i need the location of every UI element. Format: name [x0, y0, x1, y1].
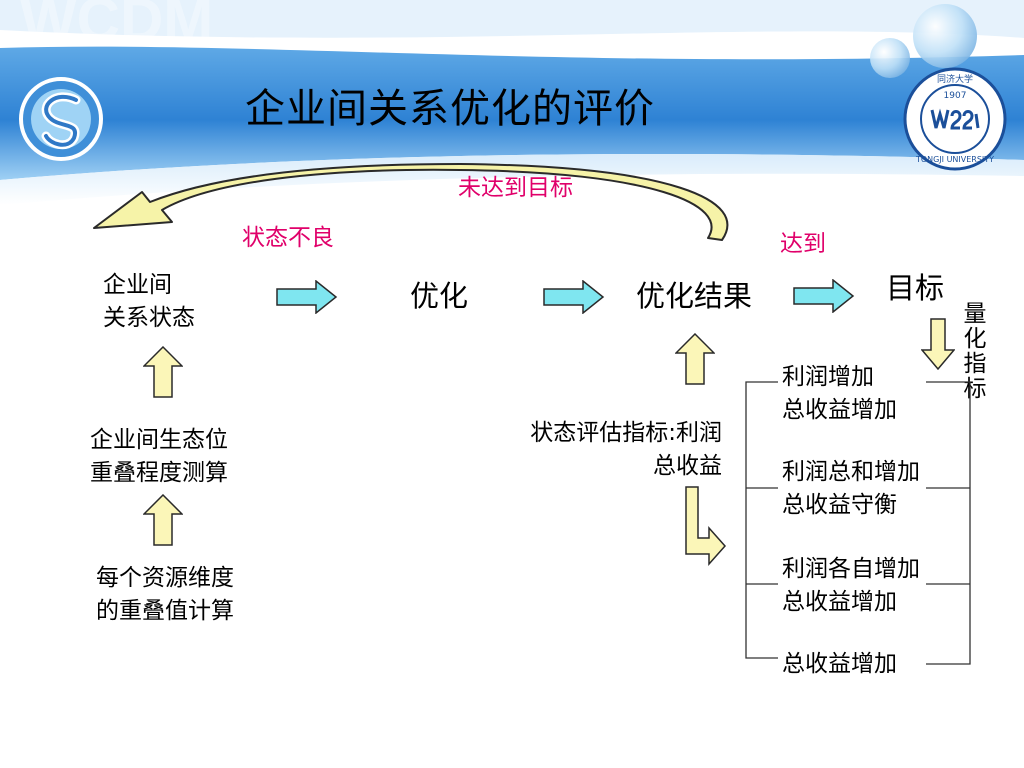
outcome-1-line2: 总收益增加 [782, 397, 897, 423]
state-node: 企业间 关系状态 [103, 269, 195, 335]
niche-line2: 重叠程度测算 [90, 460, 228, 486]
company-logo [19, 77, 103, 161]
quantified-char: 量 [963, 301, 987, 327]
overlap-value-node: 每个资源维度 的重叠值计算 [96, 562, 234, 628]
header-background: WCDM [0, 0, 1024, 205]
svg-text:WCDM: WCDM [20, 0, 213, 53]
goal-node: 目标 [886, 271, 945, 305]
outcome-1-line1: 利润增加 [782, 364, 874, 390]
indicator-line1: 状态评估指标:利润 [530, 420, 722, 446]
not-reached-label: 未达到目标 [458, 175, 573, 201]
arrow-right-1 [276, 280, 338, 314]
outcome-item-4: 总收益增加 [782, 648, 897, 681]
quantified-char: 指 [963, 351, 987, 377]
niche-overlap-node: 企业间生态位 重叠程度测算 [90, 424, 228, 490]
arrow-down-goal [921, 318, 955, 370]
bent-arrow [685, 486, 727, 566]
outcome-3-line1: 利润各自增加 [782, 556, 920, 582]
quantified-char: 化 [963, 326, 987, 352]
outcome-2-line2: 总收益守衡 [782, 492, 897, 518]
niche-line1: 企业间生态位 [90, 427, 228, 453]
arrow-right-3 [793, 279, 855, 313]
arrow-up-2 [143, 494, 183, 546]
arrow-up-1 [143, 346, 183, 398]
logo-year: 1907 [944, 91, 967, 101]
loop-back-arrow [93, 163, 729, 241]
indicator-line2: 总收益 [653, 453, 722, 479]
outcome-4-line1: 总收益增加 [782, 651, 897, 677]
outcome-item-1: 利润增加 总收益增加 [782, 361, 897, 427]
logo-chinese-name: 同济大学 [937, 73, 973, 85]
outcome-3-line2: 总收益增加 [782, 589, 897, 615]
tongji-university-logo: 1907 TONGJI UNIVERSITY 同济大学 [903, 67, 1007, 171]
bad-state-label: 状态不良 [242, 225, 334, 251]
logo-name: TONGJI UNIVERSITY [915, 155, 994, 164]
overlap-line1: 每个资源维度 [96, 565, 234, 591]
page-title: 企业间关系优化的评价 [245, 86, 655, 132]
quantified-char: 标 [963, 376, 987, 402]
outcome-item-2: 利润总和增加 总收益守衡 [782, 456, 920, 522]
optimize-node: 优化 [410, 279, 469, 313]
state-node-line1: 企业间 [103, 272, 172, 298]
overlap-line2: 的重叠值计算 [96, 598, 234, 624]
outcome-bracket-lines [745, 381, 971, 665]
result-node: 优化结果 [636, 279, 753, 313]
arrow-right-2 [543, 280, 605, 314]
state-node-line2: 关系状态 [103, 305, 195, 331]
reached-label: 达到 [780, 231, 826, 257]
outcome-item-3: 利润各自增加 总收益增加 [782, 553, 920, 619]
quantified-indicator-label: 量 化 指 标 [962, 302, 988, 402]
indicator-node: 状态评估指标:利润 总收益 [472, 417, 722, 483]
outcome-2-line1: 利润总和增加 [782, 459, 920, 485]
arrow-up-result [675, 333, 715, 385]
